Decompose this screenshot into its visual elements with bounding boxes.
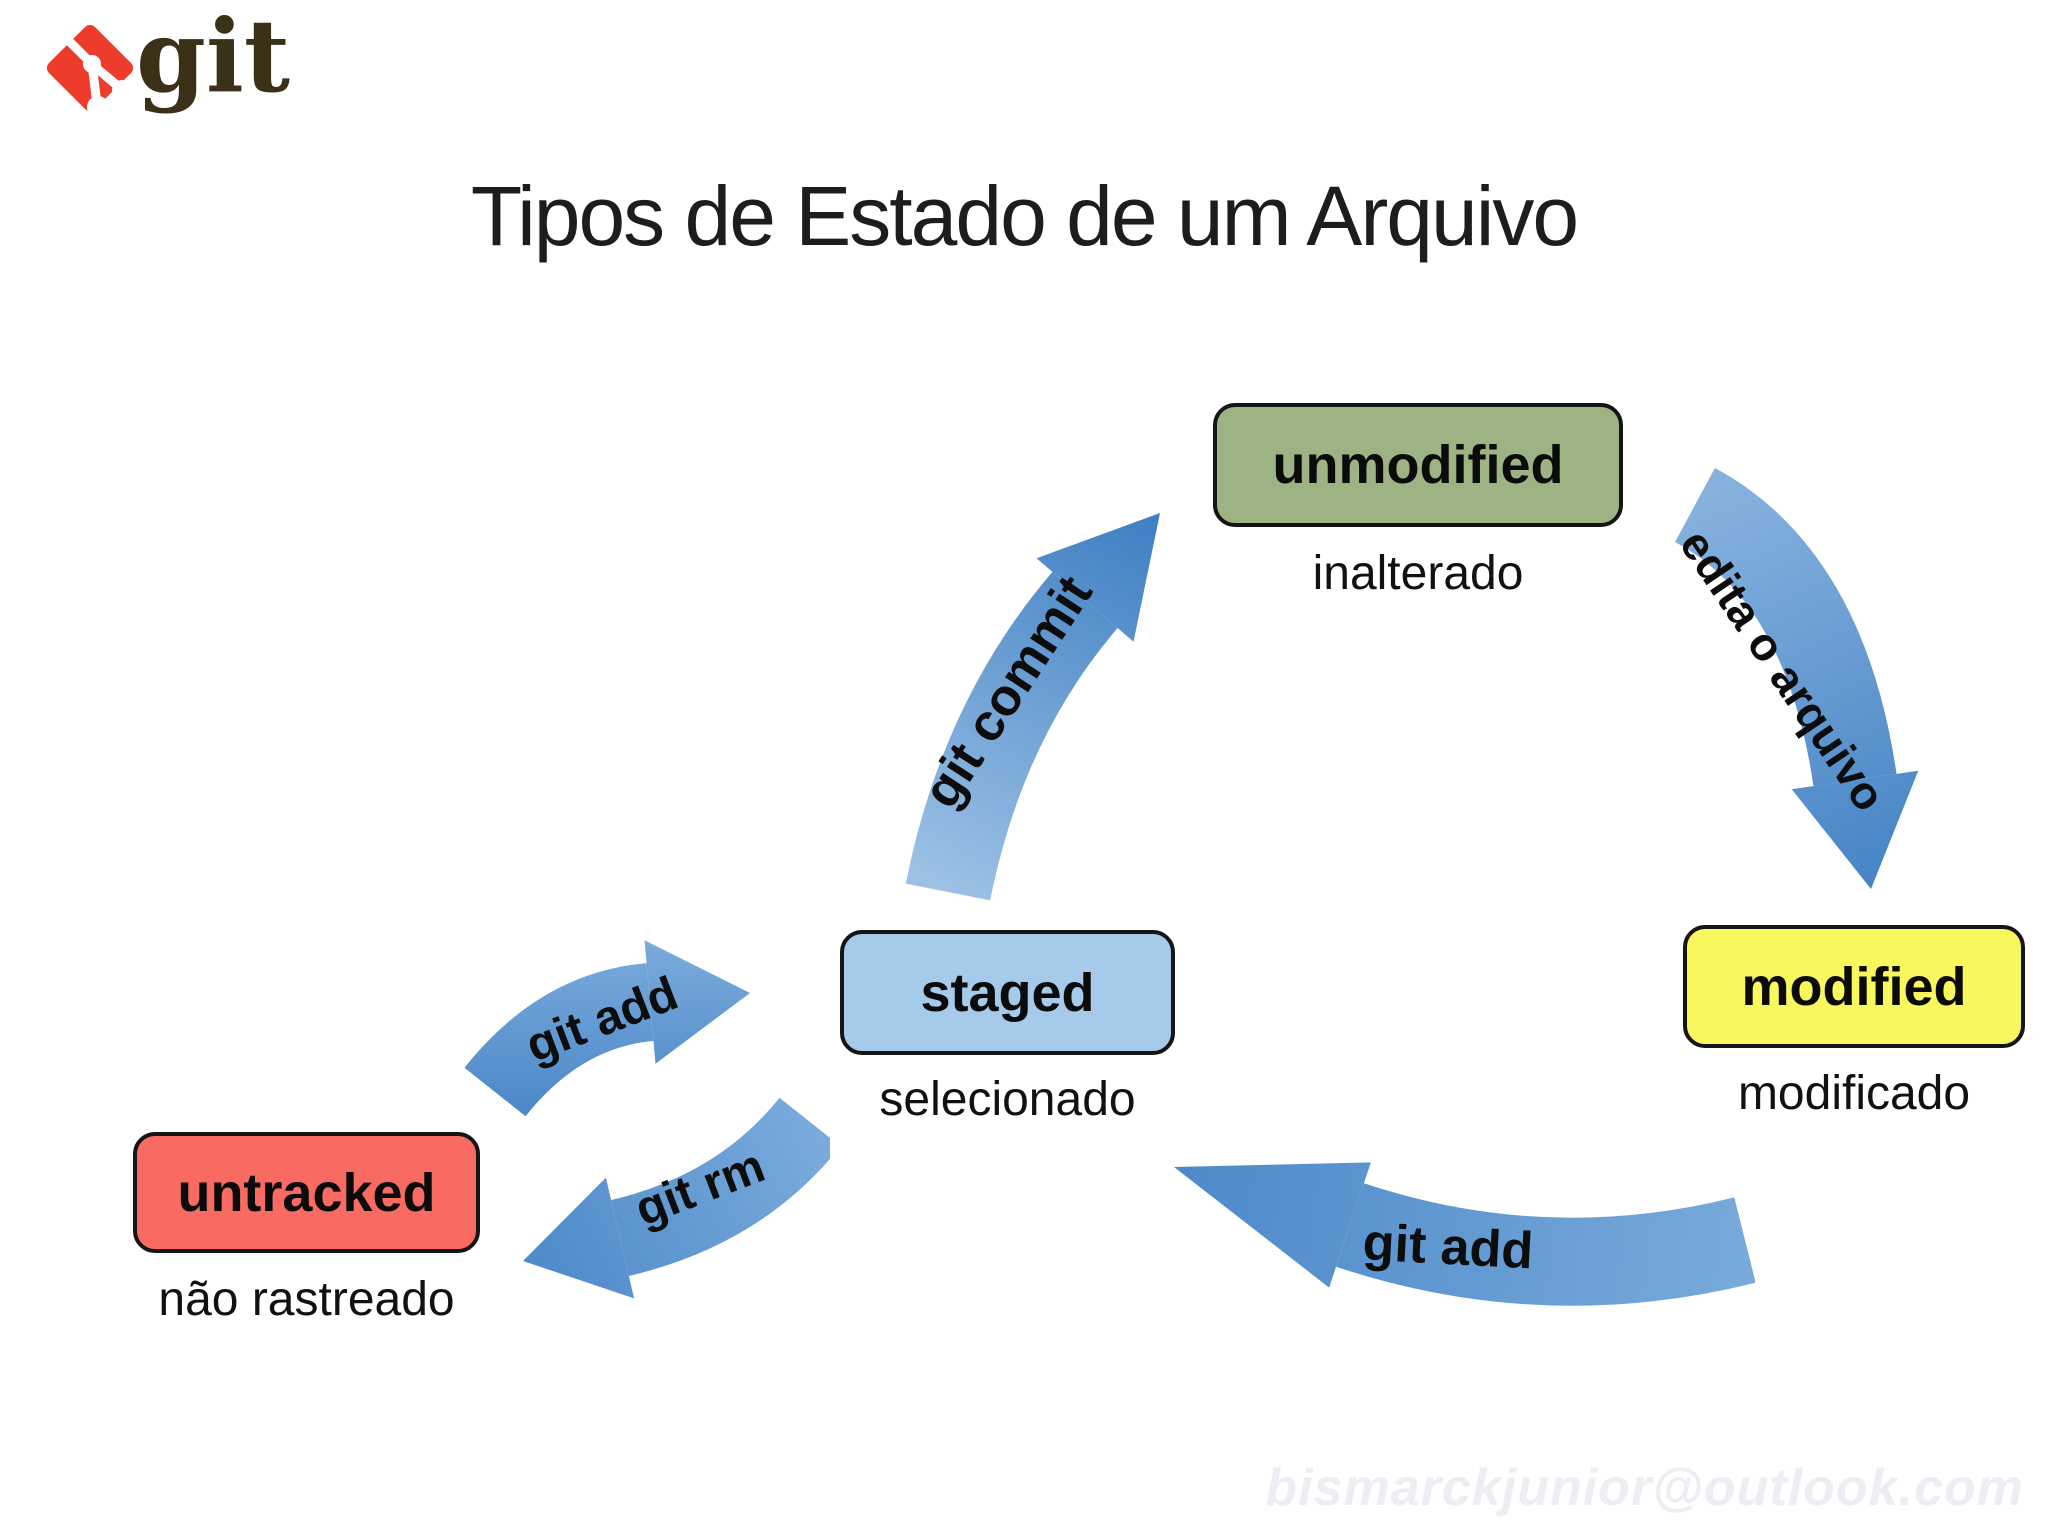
arrow-git-commit-head: [1036, 513, 1160, 642]
arrow-git-add-left: [464, 940, 750, 1117]
state-box-modified: modified: [1683, 925, 2025, 1048]
state-caption-untracked: não rastreado: [158, 1273, 455, 1326]
state-box-untracked: untracked: [133, 1132, 480, 1253]
state-caption-modified: modificado: [1737, 1067, 1971, 1120]
arrow-git-rm-band: [610, 1097, 830, 1276]
git-logo-icon: [46, 24, 134, 118]
arrow-label-git-add-bottom: git add: [1361, 1213, 1535, 1281]
page-title: Tipos de Estado de um Arquivo: [470, 169, 1579, 263]
arrow-git-rm-head: [523, 1177, 635, 1299]
arrow-git-add-bottom: [1174, 1162, 1755, 1306]
arrow-git-add-bottom-head: [1174, 1162, 1371, 1288]
git-logo-branch-nodes: [83, 55, 132, 118]
arrow-git-commit: [905, 513, 1160, 900]
arrow-git-add-left-band: [464, 963, 655, 1117]
state-caption-unmodified: inalterado: [1312, 547, 1524, 600]
arrow-edita-o-arquivo-band: [1674, 468, 1897, 787]
state-caption-staged: selecionado: [879, 1073, 1136, 1126]
arrow-edita-o-arquivo: [1674, 468, 1919, 889]
arrow-git-add-left-head: [644, 940, 750, 1064]
arrow-git-commit-band: [905, 572, 1118, 900]
arrow-git-rm: [523, 1097, 830, 1299]
state-box-unmodified: unmodified: [1213, 403, 1623, 527]
watermark-email: bismarckjunior@outlook.com: [1265, 1459, 2024, 1517]
state-box-staged: staged: [840, 930, 1175, 1055]
git-wordmark: git: [136, 0, 291, 115]
arrow-edita-o-arquivo-head: [1791, 770, 1919, 889]
arrow-git-add-bottom-band: [1336, 1183, 1755, 1306]
